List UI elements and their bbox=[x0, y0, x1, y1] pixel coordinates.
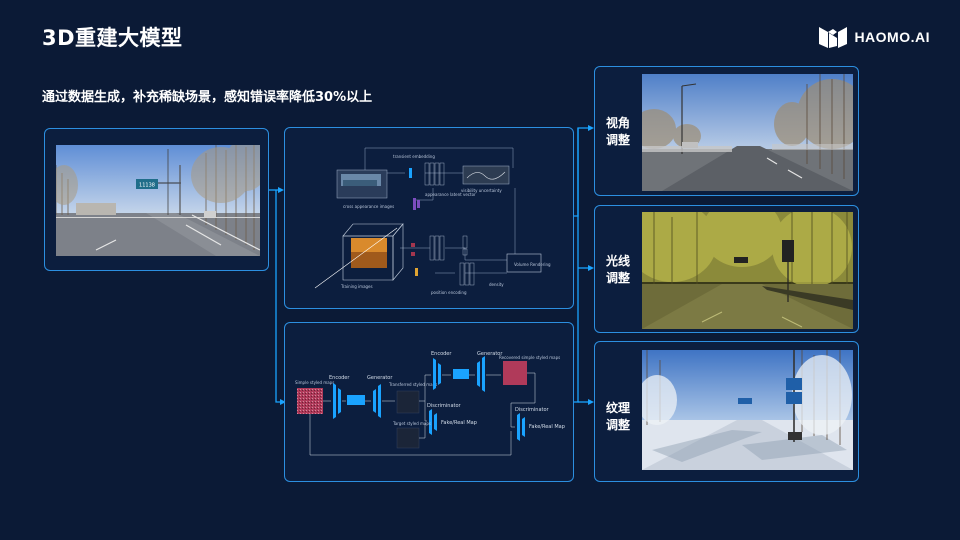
simple-input-label: Simple styled maps bbox=[295, 380, 334, 385]
position-encoding-label: position encoding bbox=[431, 290, 467, 295]
training-images-label: Training images bbox=[340, 284, 373, 289]
output-panel-light: 光线调整 bbox=[594, 205, 859, 333]
target-label: Target styled maps bbox=[392, 421, 431, 426]
fake-real-1-label: Fake/Real Map bbox=[441, 420, 477, 426]
recovered-image bbox=[503, 361, 527, 385]
source-image-panel: 11138 bbox=[44, 128, 269, 271]
visibility-uncertainty-label: visibility uncertainty bbox=[461, 188, 502, 193]
page-title: 3D重建大模型 bbox=[42, 26, 183, 50]
output-label-texture: 纹理调整 bbox=[605, 401, 630, 432]
road-sign-text: 11138 bbox=[139, 183, 155, 189]
target-image bbox=[396, 427, 420, 449]
cross-appearance-label: cross appearance images bbox=[343, 204, 394, 209]
transferred-label: Transferred styled maps bbox=[388, 382, 437, 387]
encoder-1-label: Encoder bbox=[329, 375, 350, 381]
recovered-label: Recovered simple styled maps bbox=[499, 355, 560, 360]
density-label: density bbox=[489, 282, 504, 287]
output-panel-view: 视角调整 bbox=[594, 66, 859, 196]
texture-adjusted-photo bbox=[642, 350, 853, 470]
output-label-view: 视角调整 bbox=[605, 116, 630, 147]
view-adjusted-photo bbox=[642, 74, 853, 191]
generator-2-label: Generator bbox=[477, 351, 503, 357]
discriminator-2-label: Discriminator bbox=[515, 407, 550, 413]
appearance-latent-label: appearance latent vector bbox=[425, 192, 476, 197]
discriminator-1-label: Discriminator bbox=[427, 403, 462, 409]
volume-rendering-label: Volume Rendering bbox=[514, 262, 551, 267]
transferred-image bbox=[396, 390, 420, 414]
generator-1-label: Generator bbox=[367, 375, 393, 381]
nerf-diagram-panel: cross appearance images transient embedd… bbox=[284, 127, 574, 309]
output-panel-texture: 纹理调整 bbox=[594, 341, 859, 482]
subtitle: 通过数据生成，补充稀缺场景，感知错误率降低30%以上 bbox=[42, 90, 373, 105]
encoder-2-label: Encoder bbox=[431, 351, 452, 357]
logo: HAOMO.AI bbox=[818, 24, 930, 50]
transient-embedding-label: transient embedding bbox=[393, 154, 435, 159]
gan-architecture-diagram: Simple styled maps Encoder Generator Tra… bbox=[295, 351, 565, 456]
nerf-architecture-diagram: cross appearance images transient embedd… bbox=[314, 147, 551, 295]
light-adjusted-photo bbox=[642, 212, 853, 329]
haomo-logo-icon bbox=[819, 27, 848, 48]
volume-rendering-box bbox=[506, 253, 542, 273]
logo-text: HAOMO.AI bbox=[854, 29, 930, 45]
fake-real-2-label: Fake/Real Map bbox=[529, 424, 565, 430]
source-road-photo: 11138 bbox=[56, 145, 260, 256]
output-label-light: 光线调整 bbox=[605, 254, 630, 285]
gan-diagram-panel: Simple styled maps Encoder Generator Tra… bbox=[284, 322, 574, 482]
